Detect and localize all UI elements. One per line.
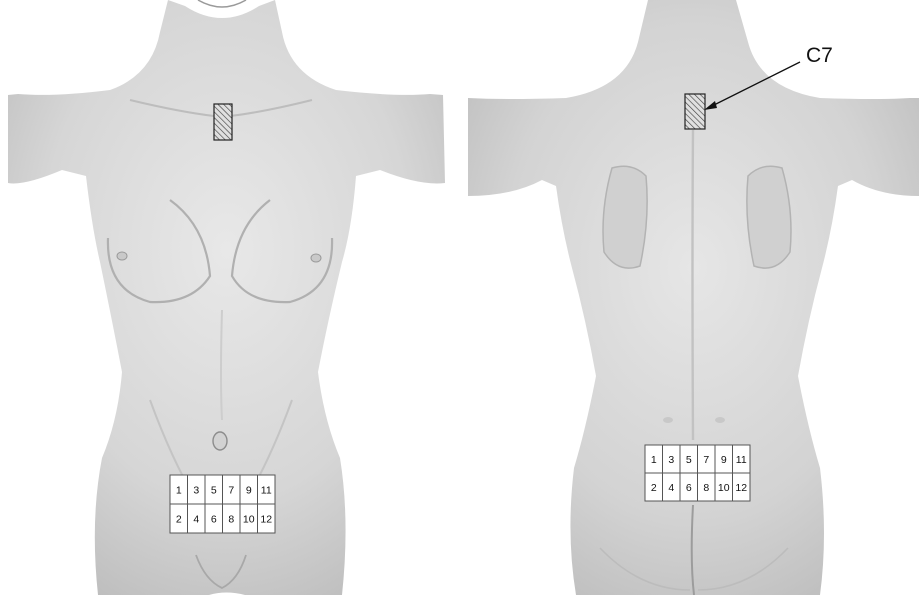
grid-cell-number: 8 — [228, 514, 234, 526]
grid-cell-number: 8 — [703, 482, 709, 494]
grid-cell-number: 4 — [668, 482, 674, 494]
back-spine — [693, 130, 694, 440]
front-abdomen-line — [221, 310, 222, 420]
front-nipple-left — [117, 252, 127, 260]
back-scapula-left — [603, 166, 647, 268]
grid-cell-number: 7 — [228, 485, 234, 497]
grid-cell-number: 10 — [718, 482, 730, 494]
grid-cell-number: 1 — [651, 454, 657, 466]
c7-label: C7 — [806, 44, 833, 67]
back-c7-marker — [685, 94, 705, 129]
grid-cell-number: 9 — [246, 485, 252, 497]
front-navel — [213, 432, 227, 450]
grid-cell-number: 5 — [686, 454, 692, 466]
grid-cell-number: 10 — [243, 514, 255, 526]
grid-cell-number: 5 — [211, 485, 217, 497]
grid-cell-number: 6 — [211, 514, 217, 526]
front-hatched-marker — [214, 104, 232, 140]
grid-cell-number: 2 — [651, 482, 657, 494]
grid-cell-number: 2 — [176, 514, 182, 526]
back-dimple-right — [715, 417, 725, 423]
grid-cell-number: 11 — [736, 454, 747, 466]
grid-cell-number: 3 — [193, 485, 199, 497]
back-dimple-left — [663, 417, 673, 423]
back-scapula-right — [747, 166, 791, 268]
grid-cell-number: 6 — [686, 482, 692, 494]
grid-cell-number: 11 — [261, 485, 272, 497]
grid-cell-number: 1 — [176, 485, 182, 497]
grid-cell-number: 7 — [703, 454, 709, 466]
front-chin — [198, 0, 246, 7]
front-nipple-right — [311, 254, 321, 262]
grid-cell-number: 3 — [668, 454, 674, 466]
grid-cell-number: 12 — [260, 514, 272, 526]
grid-cell-number: 4 — [193, 514, 199, 526]
grid-cell-number: 9 — [721, 454, 727, 466]
grid-cell-number: 12 — [735, 482, 747, 494]
